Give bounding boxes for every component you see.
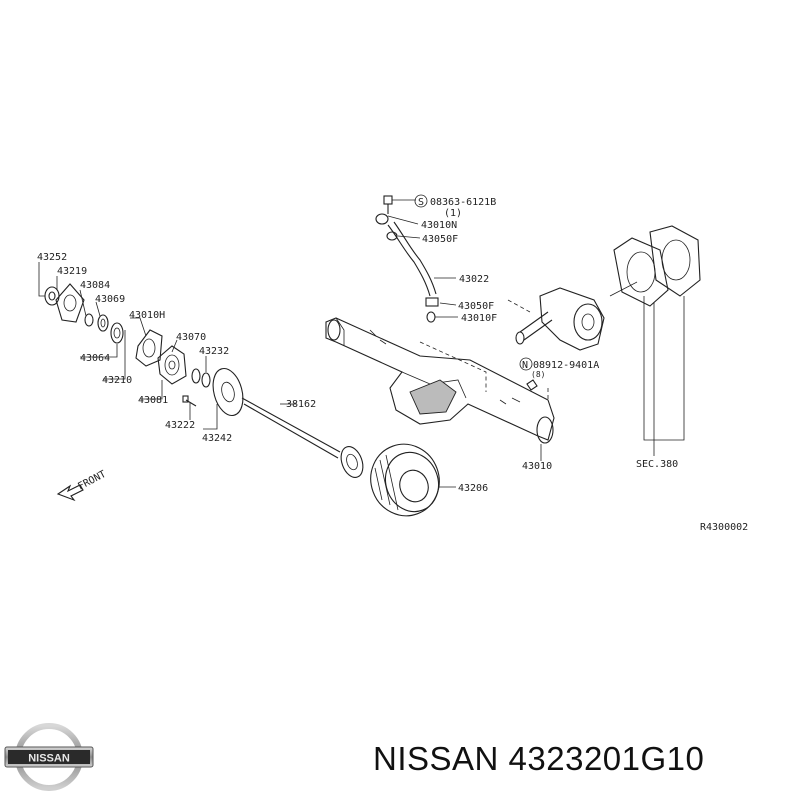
- part-43064-seal: [110, 322, 124, 344]
- label-43010f: 43010F: [461, 313, 497, 324]
- label-front: FRONT: [76, 469, 108, 493]
- nut-prefix-circle: [519, 357, 533, 371]
- label-43084: 43084: [80, 280, 110, 291]
- label-bolt-code: 08363-6121B: [430, 197, 496, 208]
- part-43219-plate: [55, 283, 85, 323]
- part-43232-ring: [201, 372, 211, 388]
- label-bolt-qty: (1): [444, 208, 462, 219]
- label-43010n: 43010N: [421, 220, 457, 231]
- label-43070: 43070: [176, 332, 206, 343]
- part-08363-bolt: [383, 195, 393, 214]
- front-arrow: FRONT: [56, 469, 108, 502]
- label-sec380: SEC.380: [636, 459, 678, 470]
- part-08912-nut: [526, 379, 538, 391]
- label-reference: R4300002: [700, 522, 748, 533]
- label-43242: 43242: [202, 433, 232, 444]
- leader-lines: [38, 199, 685, 488]
- part-43069-bearing: [97, 314, 109, 332]
- label-43050f-top: 43050F: [422, 234, 458, 245]
- part-38162-axle-shaft: [241, 397, 364, 478]
- sec380-cover-right: [649, 225, 701, 297]
- part-43242-backing-plate: [212, 367, 244, 417]
- part-43084-ring: [84, 313, 94, 327]
- part-43022-breather-hose: [387, 221, 437, 297]
- part-43222-bolt: [182, 395, 197, 407]
- label-43069: 43069: [95, 294, 125, 305]
- label-nut-qty: (8): [531, 370, 545, 379]
- label-nut-prefix: N: [522, 360, 528, 371]
- label-43010: 43010: [522, 461, 552, 472]
- label-43081: 43081: [138, 395, 168, 406]
- part-43050f-clip-bottom: [425, 297, 439, 307]
- part-43050f-clip-top: [386, 231, 398, 241]
- sec380-gasket-left: [613, 237, 669, 307]
- differential-carrier: [515, 287, 605, 351]
- part-43010-axle-housing: [325, 317, 555, 444]
- bolt-prefix-circle: [414, 194, 428, 208]
- label-bolt-prefix: S: [418, 197, 424, 208]
- label-43252: 43252: [37, 252, 67, 263]
- nissan-logo: NISSAN: [4, 723, 94, 791]
- label-43010h: 43010H: [129, 310, 165, 321]
- part-43010n-fitting: [375, 213, 389, 225]
- label-43232: 43232: [199, 346, 229, 357]
- label-43219: 43219: [57, 266, 87, 277]
- label-43064: 43064: [80, 353, 110, 364]
- label-38162: 38162: [286, 399, 316, 410]
- label-nut-code: 08912-9401A: [533, 360, 599, 371]
- label-43222: 43222: [165, 420, 195, 431]
- label-43022: 43022: [459, 274, 489, 285]
- label-43210: 43210: [102, 375, 132, 386]
- part-43206-brake-drum: [370, 443, 440, 517]
- label-43206: 43206: [458, 483, 488, 494]
- part-43070-ring: [191, 368, 201, 384]
- part-number-caption: NISSAN 4323201G10: [373, 740, 705, 777]
- part-43010f-fitting: [426, 311, 436, 323]
- logo-wordmark: NISSAN: [28, 753, 70, 765]
- part-43010h-gasket: [135, 329, 163, 367]
- part-43081-housing: [157, 345, 187, 385]
- label-43050f-bottom: 43050F: [458, 301, 494, 312]
- part-labels: 43252 43219 43084 43069 43010H 43070 432…: [37, 194, 748, 533]
